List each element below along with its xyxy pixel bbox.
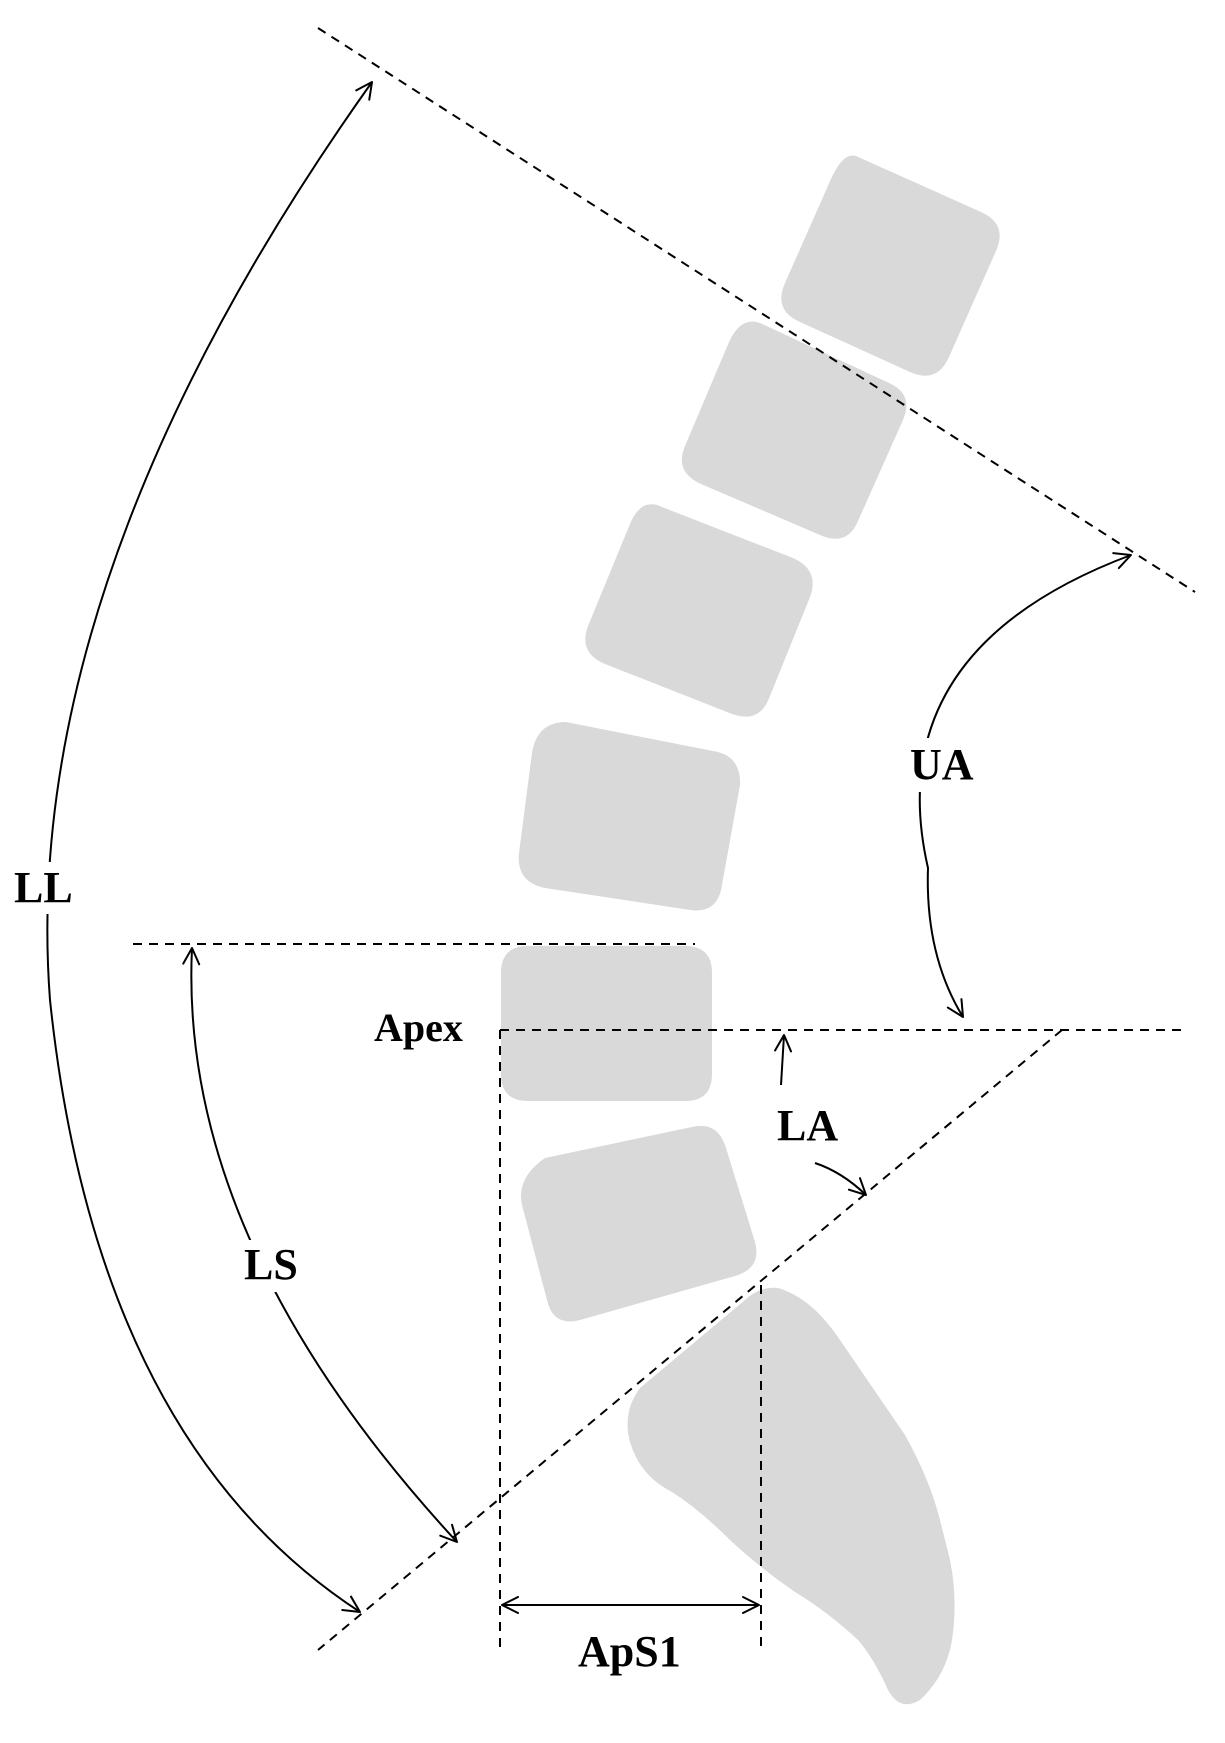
reference-lines	[133, 27, 1196, 1651]
vertebra-l4	[518, 722, 741, 911]
apex-label: Apex	[374, 1005, 463, 1050]
vertebrae	[501, 155, 1000, 1705]
la-label: LA	[777, 1101, 838, 1150]
vertebra-l1	[781, 155, 1000, 376]
ll-arc	[46, 81, 373, 1613]
ua-label: UA	[910, 740, 974, 789]
sacrum	[627, 1287, 955, 1705]
ll-label: LL	[14, 863, 73, 912]
ls-label: LS	[244, 1240, 298, 1289]
ll-label-bg	[10, 862, 92, 914]
vertebra-l5-apex	[501, 946, 712, 1101]
vertebra-l3	[585, 504, 813, 717]
la-arrow-up	[774, 1034, 793, 1086]
la-arrow-down	[814, 1162, 867, 1196]
aps1-label: ApS1	[578, 1627, 681, 1676]
vertebra-l2	[681, 321, 907, 539]
ua-label-bg	[904, 738, 986, 792]
upper-endplate-line	[317, 27, 1196, 593]
labels: LL UA Apex LA LS ApS1	[10, 738, 986, 1676]
sacral-endplate-line	[317, 1029, 1063, 1651]
ls-label-bg	[240, 1240, 312, 1292]
vertebra-l6	[520, 1125, 757, 1322]
ua-arc	[918, 552, 1132, 1018]
